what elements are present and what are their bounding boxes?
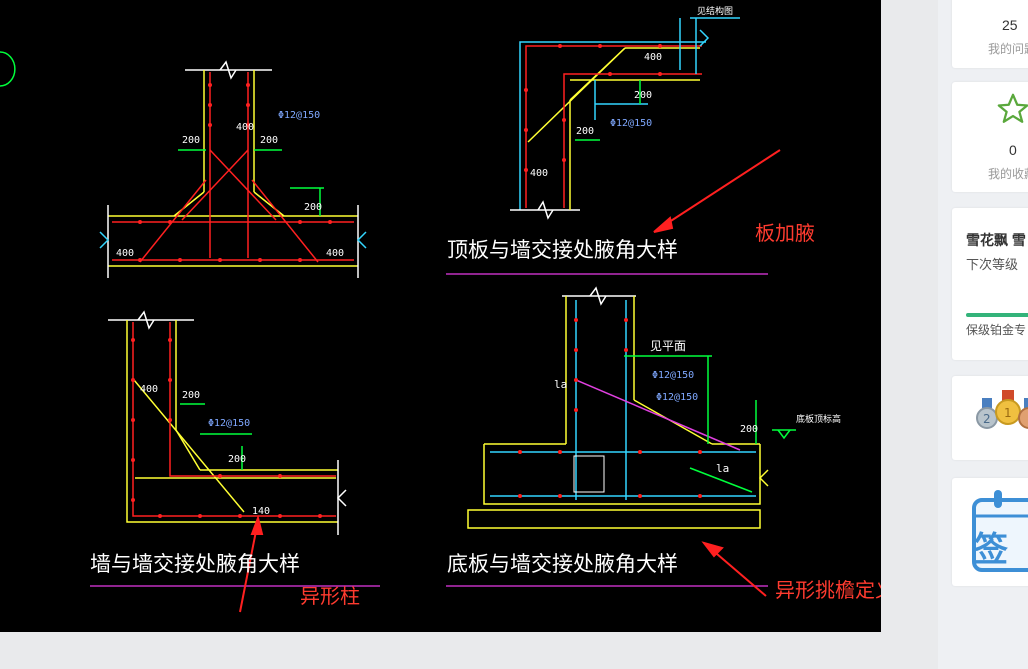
title-bottom-slab: 底板与墙交接处腋角大样 [447, 552, 678, 576]
bottom-elev-note: 底板顶标高 [796, 413, 841, 425]
user-level-card [952, 208, 1028, 360]
medals-icon: 2 1 [976, 390, 1028, 429]
rebar-dots-3 [131, 338, 322, 518]
my-questions-count: 25 [1002, 17, 1018, 33]
my-questions-label: 我的问题 [988, 42, 1028, 56]
svg-text:1: 1 [1004, 406, 1012, 420]
title-top-slab: 顶板与墙交接处腋角大样 [447, 238, 678, 262]
level-progress-bar [966, 313, 1028, 317]
signin-label: 签 [974, 531, 1008, 569]
dim-400-wall-v: 400 [140, 384, 158, 395]
arrow-irregular-column [239, 525, 258, 613]
dim-140: 140 [252, 506, 270, 517]
arrow-slab-haunch [659, 149, 781, 229]
dim-200-top-h: 200 [576, 126, 594, 137]
rebar-spec-2: Φ12@150 [610, 118, 652, 129]
green-circle-marker [0, 51, 16, 87]
rebar-spec-1: Φ12@150 [278, 110, 320, 121]
dim-400-slab-right: 400 [326, 248, 344, 259]
my-questions-card[interactable]: 25 我的问题 [952, 0, 1028, 68]
user-name[interactable]: 雪花飘 雪 [966, 232, 1026, 248]
rebar-spec-4a: Φ12@150 [652, 370, 694, 381]
star-icon [997, 93, 1028, 123]
my-favorites-count: 0 [1009, 142, 1017, 158]
rebar-dots-2 [524, 44, 662, 172]
keep-level-text: 保级铂金专 [966, 323, 1027, 337]
title-wall-wall: 墙与墙交接处腋角大样 [90, 552, 300, 576]
detail-wall-slab-t [99, 60, 367, 278]
rebar-spec-3: Φ12@150 [208, 418, 250, 429]
dim-200-wall-h: 200 [182, 390, 200, 401]
my-favorites-label: 我的收藏 [988, 167, 1028, 181]
cad-drawing-canvas: 200 200 400 Φ12@150 200 400 400 [0, 5, 841, 613]
dim-200-slab: 200 [304, 202, 322, 213]
dim-400-top-wall: 400 [530, 168, 548, 179]
dim-400-wall: 400 [236, 122, 254, 133]
medals-card[interactable]: 2 1 [952, 376, 1028, 460]
annotation-arrows [239, 149, 781, 613]
rebar-dots-4 [518, 318, 702, 498]
cad-drawing-viewport[interactable]: 200 200 400 Φ12@150 200 400 400 [0, 0, 881, 632]
dim-200-top-v: 200 [634, 90, 652, 101]
annotation-irregular-eave: 异形挑檐定义 [775, 578, 881, 602]
dim-400-top: 400 [644, 52, 662, 63]
arrow-irregular-eave [709, 547, 767, 597]
rebar-dots-1 [138, 83, 332, 262]
dim-200-left: 200 [182, 135, 200, 146]
see-plan-note: 见平面 [650, 339, 686, 353]
right-sidebar: 25 我的问题 0 我的收藏 雪花飘 雪 下次等级 保级铂金专 2 1 [938, 0, 1028, 669]
next-level-text: 下次等级 [966, 257, 1019, 272]
signin-card[interactable]: 签 [952, 478, 1028, 586]
la-label-2: la [716, 462, 729, 475]
detail-top-slab-corner [510, 17, 740, 220]
annotation-irregular-column: 异形柱 [300, 584, 360, 608]
dim-200-bottom: 200 [740, 424, 758, 435]
calendar-icon [972, 490, 1028, 572]
annotation-slab-haunch: 板加腋 [755, 221, 815, 245]
svg-text:2: 2 [983, 412, 991, 426]
la-label-1: la [554, 378, 567, 391]
see-structure-note: 见结构图 [697, 5, 733, 17]
my-favorites-card[interactable]: 0 我的收藏 [952, 82, 1028, 192]
dim-200-wall-v: 200 [228, 454, 246, 465]
dim-400-slab-left: 400 [116, 248, 134, 259]
detail-bottom-slab [467, 286, 796, 529]
rebar-spec-4b: Φ12@150 [656, 392, 698, 403]
dim-200-right: 200 [260, 135, 278, 146]
